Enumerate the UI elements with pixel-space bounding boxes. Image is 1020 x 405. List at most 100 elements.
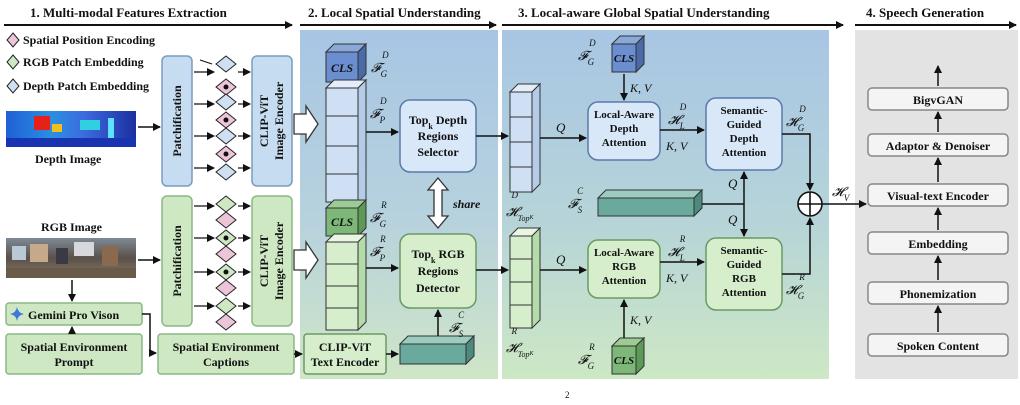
rgb-cls-token [324,198,368,238]
adaptor-label: Adaptor & Denoiser [886,139,991,153]
stage1-title: 1. Multi-modal Features Extraction [30,5,228,20]
depth-selector-line1: Topk Depth [409,113,468,131]
gemini-sparkle-icon [10,307,24,321]
phonemization-box [867,281,1009,305]
rgb-patchification-box [161,195,193,327]
la-rgb-line1: Local-Aware [594,247,654,259]
global-rgb-cls-token [610,336,646,376]
depth-cls-token [324,42,368,84]
sg-rgb-line1: Semantic- [720,245,767,257]
rgb-regions-detector-box [399,233,477,309]
fusion-plus-icon [797,191,823,217]
la-rgb-kv-symbol: K, V [665,271,689,285]
global-depth-cls-kv-symbol: K, V [629,81,653,95]
local-aware-rgb-attention-box [587,239,661,299]
global-depth-cls-token [610,34,646,74]
rgb-image-label: RGB Image [41,220,103,234]
depth-clip-encoder-box [251,55,293,187]
embedding-box [867,231,1009,255]
depth-cls-label: CLS [331,61,353,75]
global-rgb-cls-kv-symbol: K, V [629,313,653,327]
rgb-patchification-label: Patchification [170,225,184,297]
footer-mark: 2 [565,390,570,400]
prompt-line2: Prompt [54,355,93,369]
legend-depth-label: Depth Patch Embedding [23,79,149,93]
text-encoder-line1: CLIP-ViT [319,340,371,354]
rgb-clip-encoder-line1: CLIP-ViT [257,235,271,287]
sg-depth-line3: Depth [730,133,759,145]
rgb-patch-arrows [194,202,251,310]
rgb-topk-stack [508,226,542,330]
visual-text-encoder-box [867,183,1009,207]
stage3-title: 3. Local-aware Global Spatial Understand… [518,5,770,20]
legend: Spatial Position Encoding RGB Patch Embe… [6,32,155,94]
depth-topk-q-symbol: Q [556,120,566,135]
depth-patch-tokens [199,55,237,181]
waveform-icon [871,42,1005,62]
depth-feature-hollow-arrow [293,103,319,145]
bigvgan-box [867,87,1009,111]
sg-depth-line4: Attention [722,147,767,159]
depth-clip-encoder-line2: Image Encoder [272,81,286,160]
rgb-detector-line3: Detector [416,281,461,295]
la-depth-kv-symbol: K, V [665,139,689,153]
caption-feature-block [398,334,476,366]
sg-depth-line2: Guided [727,119,762,131]
la-depth-line1: Local-Aware [594,109,654,121]
bigvgan-label: BigvGAN [913,93,963,107]
spoken-content-box [867,333,1009,357]
rgb-patch-tokens [215,195,237,331]
text-encoder-line2: Text Encoder [311,355,380,369]
fusion-output-symbol: 𝓗V [832,184,851,203]
share-label: share [452,197,481,211]
captions-line2: Captions [203,355,249,369]
depth-selector-line3: Selector [417,145,459,159]
prompt-box [5,333,143,375]
rgb-detector-line1: Topk RGB [411,247,464,265]
gemini-to-captions-arrow [142,313,157,357]
rgb-detector-line2: Regions [418,264,459,278]
sg-rgb-line4: Attention [722,287,767,299]
rgb-clip-encoder-box [251,195,293,327]
visual-text-encoder-label: Visual-text Encoder [887,189,990,203]
captions-line1: Spatial Environment [173,340,280,354]
sg-depth-line1: Semantic- [720,105,767,117]
global-caption-feature-block [596,188,704,218]
gemini-label: Gemini Pro Vison [28,308,119,322]
caption-q-down-symbol: Q [728,212,738,227]
rgb-cls-label: CLS [331,215,353,229]
stage4-title: 4. Speech Generation [866,5,985,20]
depth-patch-arrows [194,68,251,172]
adaptor-denoiser-box [867,133,1009,157]
rgb-clip-encoder-line2: Image Encoder [272,221,286,300]
sg-rgb-to-fusion-line [782,217,814,275]
global-depth-cls-label: CLS [614,53,634,65]
legend-rgb-label: RGB Patch Embedding [23,55,144,69]
global-rgb-cls-label: CLS [614,355,634,367]
share-double-arrow [426,176,450,230]
rgb-image [6,238,136,278]
spoken-content-label: Spoken Content [897,339,979,353]
phonemization-label: Phonemization [900,287,977,301]
depth-embedding-diamond-icon [6,78,20,94]
la-depth-line2: Depth [610,123,639,135]
sg-rgb-line3: RGB [732,273,757,285]
spatial-encoding-diamond-icon [6,32,20,48]
sg-depth-to-fusion-line [782,133,814,191]
depth-image [6,111,136,147]
depth-patchification-label: Patchification [170,85,184,157]
local-aware-depth-attention-box [587,101,661,161]
la-rgb-line2: RGB [612,261,637,273]
stage2-title: 2. Local Spatial Understanding [308,5,481,20]
rgb-patch-feature-stack [324,232,368,332]
prompt-line1: Spatial Environment [21,340,128,354]
la-rgb-line3: Attention [602,275,647,287]
legend-spatial-label: Spatial Position Encoding [23,33,155,47]
depth-image-label: Depth Image [35,152,102,166]
embedding-label: Embedding [908,237,967,251]
rgb-embedding-diamond-icon [6,54,20,70]
depth-topk-stack [508,82,542,194]
sg-rgb-line2: Guided [727,259,762,271]
la-depth-line3: Attention [602,137,647,149]
caption-q-up-symbol: Q [728,176,738,191]
